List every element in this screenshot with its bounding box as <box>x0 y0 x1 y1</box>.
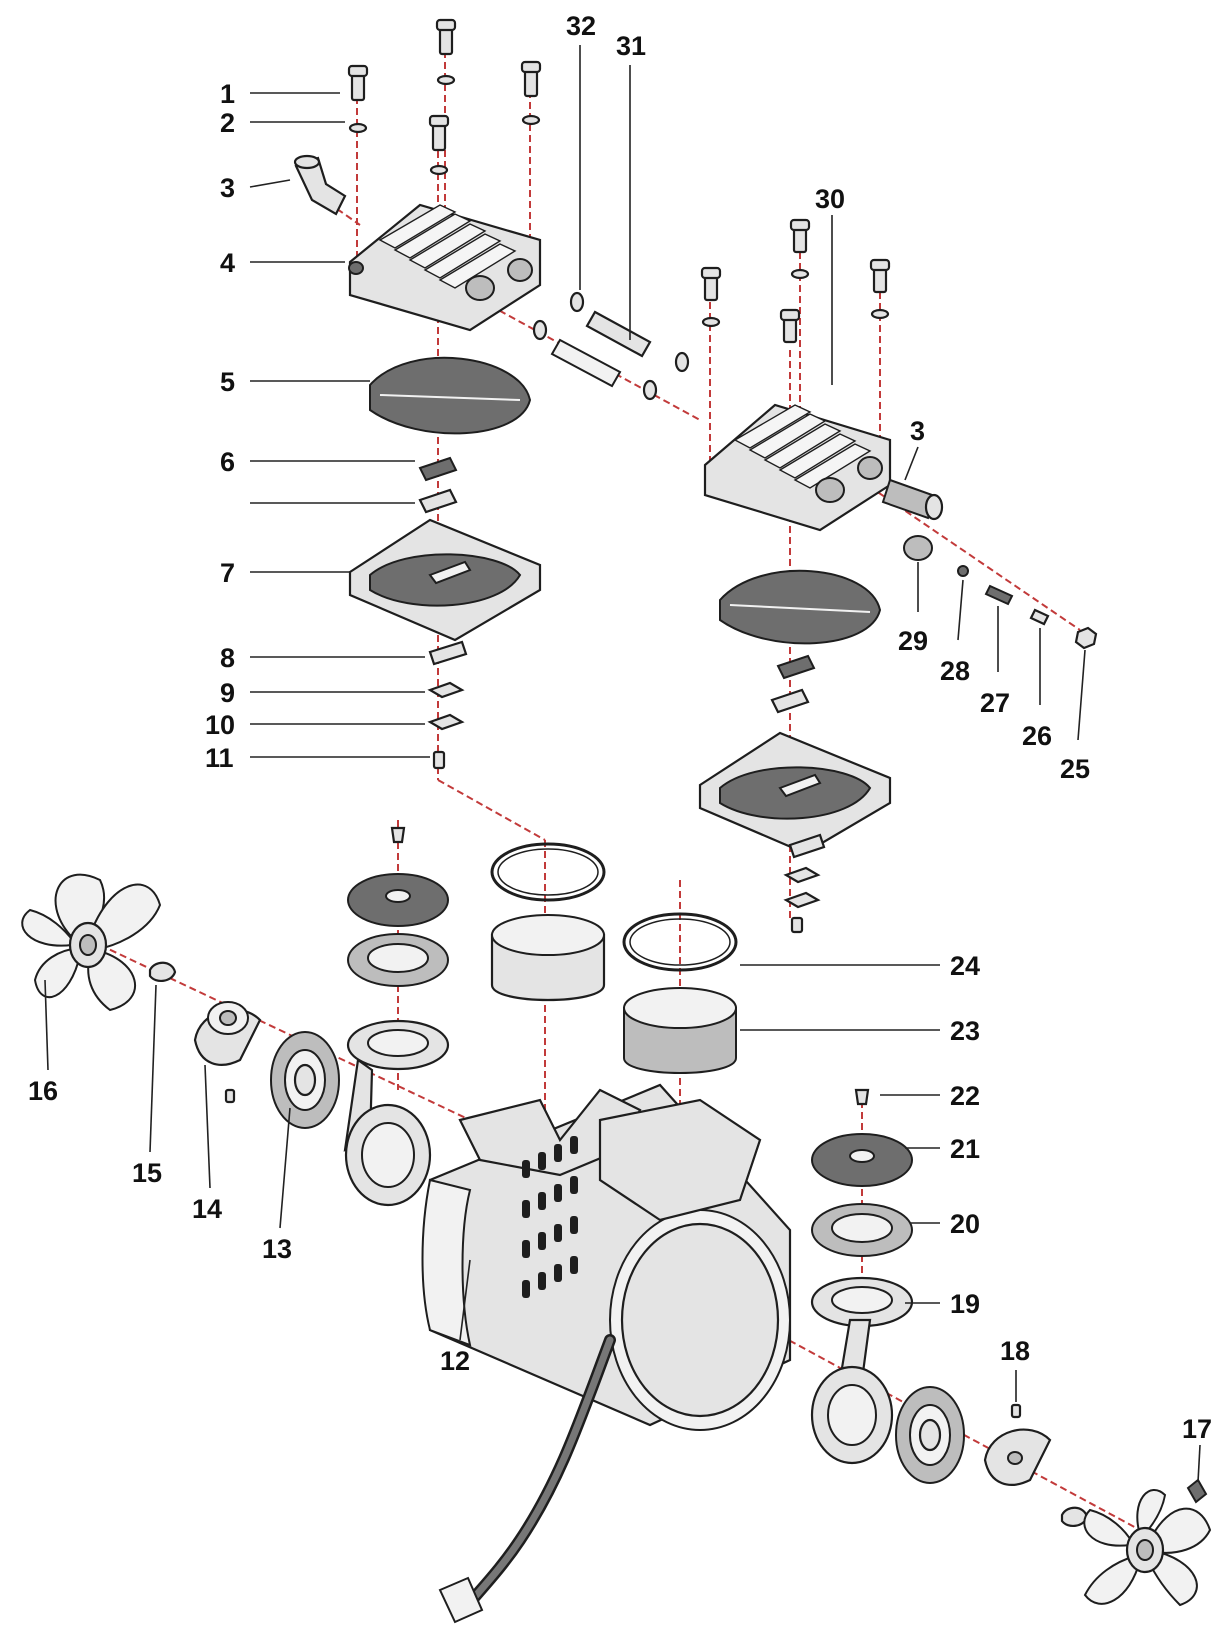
elbow-fitting-left <box>293 154 347 216</box>
fan-clip-left <box>148 961 177 982</box>
bearing-left <box>270 1031 340 1129</box>
callout-23: 23 <box>950 1016 980 1046</box>
callout-6: 6 <box>220 447 235 477</box>
callout-2: 2 <box>220 108 235 138</box>
callout-9: 9 <box>220 678 235 708</box>
power-cable <box>438 1334 616 1624</box>
callout-25: 25 <box>1060 754 1090 784</box>
piston-hardware-left <box>427 640 468 770</box>
callout-32: 32 <box>566 11 596 41</box>
valve-reeds-left <box>418 456 458 514</box>
callout-10: 10 <box>205 710 235 740</box>
callout-3-right: 3 <box>910 416 925 446</box>
callout-16: 16 <box>28 1076 58 1106</box>
callout-19: 19 <box>950 1289 980 1319</box>
callout-26: 26 <box>1022 721 1052 751</box>
transfer-tubes <box>532 291 690 401</box>
piston-hardware-right <box>783 833 826 934</box>
callout-20: 20 <box>950 1209 980 1239</box>
valve-plate-right <box>698 731 892 855</box>
cylinder-head-left <box>348 203 542 332</box>
bearing-right <box>895 1386 965 1484</box>
valve-reeds-right <box>770 654 816 714</box>
muffler-fitting-right <box>881 478 944 521</box>
cylinder-ring-left <box>490 842 606 902</box>
cylinder-sleeve-left <box>490 914 606 1002</box>
callout-21: 21 <box>950 1134 980 1164</box>
callout-labels: 1 2 3 4 5 6 7 8 9 10 11 12 13 14 15 16 1… <box>28 11 1212 1444</box>
valve-plate-left <box>348 518 542 642</box>
cylinder-head-right <box>703 403 892 532</box>
callout-4: 4 <box>220 248 235 278</box>
callout-13: 13 <box>262 1234 292 1264</box>
fan-right <box>1083 1478 1212 1607</box>
eccentric-left <box>193 1001 262 1104</box>
callout-31: 31 <box>616 31 646 61</box>
head-bolts-left <box>347 18 542 176</box>
fan-clip-right <box>1060 1506 1089 1527</box>
callout-17: 17 <box>1182 1414 1212 1444</box>
valve-plate-gasket-left <box>369 356 532 435</box>
cooling-slots <box>522 1136 578 1298</box>
callout-29: 29 <box>898 626 928 656</box>
piston-cup-assembly-left <box>343 826 450 1207</box>
callout-14: 14 <box>192 1194 222 1224</box>
callout-1: 1 <box>220 79 235 109</box>
callout-30: 30 <box>815 184 845 214</box>
callout-5: 5 <box>220 367 235 397</box>
piston-cup-assembly-right <box>810 1088 914 1465</box>
callout-11: 11 <box>205 743 234 773</box>
callout-24: 24 <box>950 951 980 981</box>
callout-8: 8 <box>220 643 235 673</box>
callout-28: 28 <box>940 656 970 686</box>
callout-7: 7 <box>220 558 235 588</box>
callout-15: 15 <box>132 1158 162 1188</box>
leader-lines <box>44 45 1201 1483</box>
callout-3-left: 3 <box>220 173 235 203</box>
motor-housing <box>421 1083 792 1431</box>
callout-12: 12 <box>440 1346 470 1376</box>
callout-22: 22 <box>950 1081 980 1111</box>
relief-valve-parts <box>903 535 1098 650</box>
head-bolts-right <box>700 218 891 344</box>
fan-left <box>21 873 162 1012</box>
callout-27: 27 <box>980 688 1010 718</box>
eccentric-right <box>983 1403 1052 1486</box>
cylinder-ring-right <box>622 912 738 972</box>
cylinder-sleeve-right <box>623 987 737 1074</box>
callout-18: 18 <box>1000 1336 1030 1366</box>
valve-plate-gasket-right <box>719 569 882 645</box>
